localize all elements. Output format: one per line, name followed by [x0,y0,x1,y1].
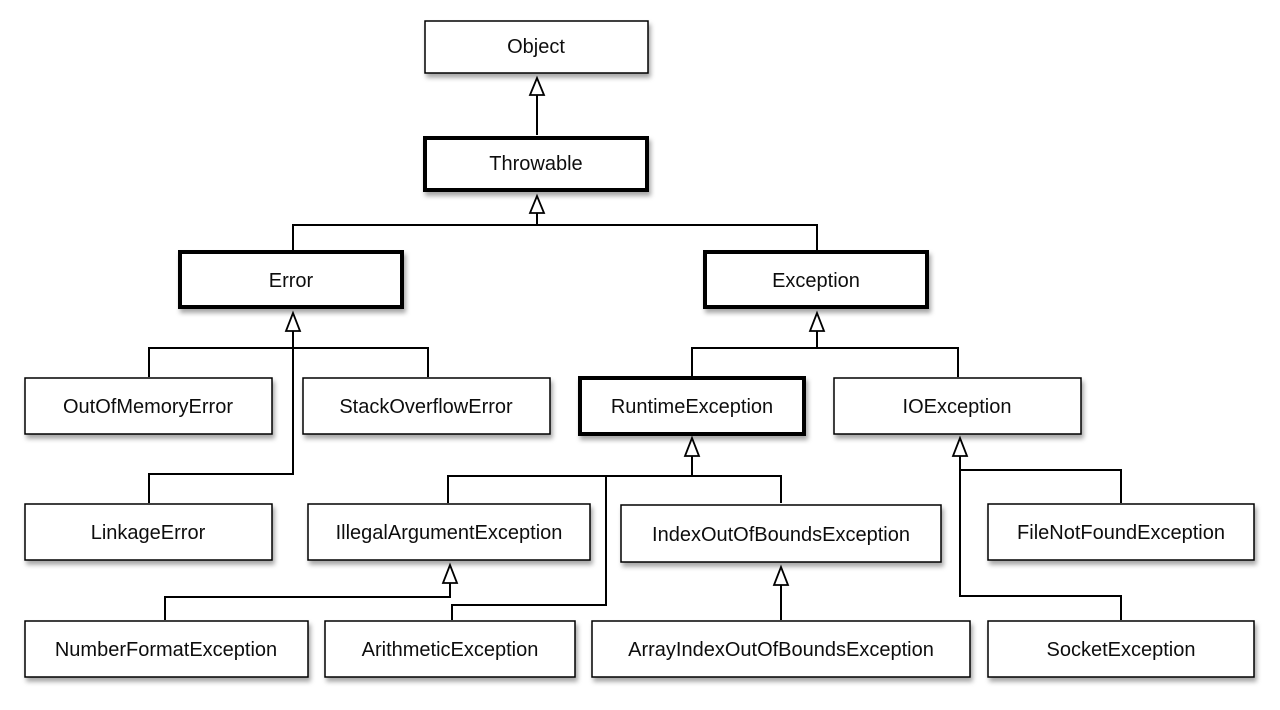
arrow-to-throwable [528,193,546,214]
edge-io-trunk [959,456,1122,620]
class-io-exception-label: IOException [903,396,1012,418]
class-illegal-argument-exception: IllegalArgumentException [307,503,591,561]
class-array-index-out-of-bounds-exception-label: ArrayIndexOutOfBoundsException [628,639,934,661]
class-arithmetic-exception-label: ArithmeticException [362,639,539,661]
class-object-label: Object [507,36,565,58]
class-exception-label: Exception [772,270,860,292]
edge-filenotfound-to-io [960,469,1122,503]
class-file-not-found-exception-label: FileNotFoundException [1017,522,1225,544]
class-out-of-memory-error-label: OutOfMemoryError [63,396,233,418]
class-array-index-out-of-bounds-exception: ArrayIndexOutOfBoundsException [591,620,971,678]
arrow-to-runtime-exception [683,435,701,457]
class-index-out-of-bounds-exception: IndexOutOfBoundsException [620,504,942,563]
class-number-format-exception-label: NumberFormatException [55,639,277,661]
class-stack-overflow-error-label: StackOverflowError [339,396,513,418]
class-file-not-found-exception: FileNotFoundException [987,503,1255,561]
edge-numberformat-to-illegalargument [164,583,451,620]
class-number-format-exception: NumberFormatException [24,620,309,678]
class-runtime-exception: RuntimeException [578,376,806,436]
edge-error-children [148,347,429,377]
class-arithmetic-exception: ArithmeticException [324,620,576,678]
arrow-to-object [528,75,546,96]
class-socket-exception: SocketException [987,620,1255,678]
class-runtime-exception-label: RuntimeException [611,396,773,418]
arrow-to-exception [808,310,826,332]
arrowheads [284,75,969,586]
edge-arithmetic-to-runtime [451,476,607,620]
arrow-to-index-out-of-bounds [772,564,790,586]
arrow-to-error [284,310,302,332]
arrow-to-illegal-argument [441,562,459,584]
edge-error-trunk [148,331,294,503]
class-throwable-label: Throwable [489,153,582,175]
class-error-label: Error [269,270,314,292]
class-index-out-of-bounds-exception-label: IndexOutOfBoundsException [652,524,910,546]
class-io-exception: IOException [833,377,1082,435]
class-socket-exception-label: SocketException [1047,639,1196,661]
class-linkage-error: LinkageError [24,503,273,561]
inheritance-edges [148,95,1122,620]
class-object: Object [424,20,649,74]
class-illegal-argument-exception-label: IllegalArgumentException [336,522,563,544]
class-throwable: Throwable [423,136,649,192]
edge-error-to-throwable [292,224,818,250]
arrow-to-io-exception [951,435,969,457]
class-stack-overflow-error: StackOverflowError [302,377,551,435]
class-out-of-memory-error: OutOfMemoryError [24,377,273,435]
edge-runtime-children [447,475,782,503]
class-exception: Exception [703,250,929,309]
edge-exception-children [691,347,959,377]
class-error: Error [178,250,404,309]
class-linkage-error-label: LinkageError [91,522,206,544]
